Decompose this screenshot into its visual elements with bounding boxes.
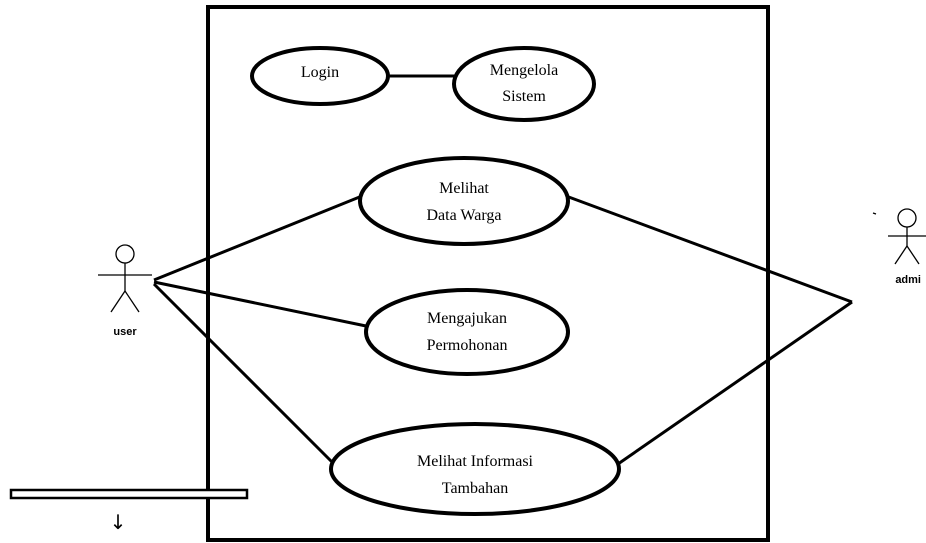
user-actor-head <box>115 244 135 264</box>
use-case-melihat-data-warga <box>358 156 570 246</box>
use-case-mengajukan-permohonan <box>364 288 570 376</box>
association-user-mengajukan-permohonan <box>153 280 367 328</box>
system-boundary <box>206 5 770 542</box>
use-case-login-label: Login <box>301 64 339 81</box>
use-case-melihat-informasi-tambahan-label-1: Melihat Informasi <box>417 453 534 470</box>
arrow-down-icon: ↓ <box>110 510 127 534</box>
admin-actor: admi <box>872 208 926 286</box>
use-case-login <box>250 46 390 106</box>
association-admin-melihat-informasi <box>617 300 853 466</box>
use-case-mengelola-sistem <box>452 46 596 122</box>
use-case-melihat-informasi-tambahan <box>329 422 621 516</box>
user-actor-left-leg <box>110 290 126 313</box>
user-actor-label: user <box>113 326 137 338</box>
admin-actor-right-leg <box>906 245 920 265</box>
association-user-melihat-data-warga <box>153 194 363 282</box>
admin-actor-head <box>897 208 917 228</box>
use-case-mengelola-sistem-label-1: Mengelola <box>490 62 558 79</box>
use-case-mengajukan-permohonan-label-1: Mengajukan <box>427 310 507 327</box>
use-case-mengelola-sistem-label-2: Sistem <box>502 88 546 105</box>
admin-actor-left-leg <box>894 245 908 265</box>
use-case-melihat-informasi-tambahan-label-2: Tambahan <box>442 480 508 497</box>
admin-actor-mark <box>872 212 877 215</box>
floating-double-bar <box>9 488 249 500</box>
use-case-mengajukan-permohonan-label-2: Permohonan <box>427 337 508 354</box>
user-actor-right-leg <box>124 290 140 313</box>
admin-actor-label: admi <box>895 274 921 286</box>
association-admin-melihat-data-warga <box>565 194 853 304</box>
use-case-melihat-data-warga-label-1: Melihat <box>439 180 489 197</box>
user-actor: user <box>98 244 152 338</box>
use-case-melihat-data-warga-label-2: Data Warga <box>427 207 502 224</box>
association-user-melihat-informasi <box>152 282 336 466</box>
